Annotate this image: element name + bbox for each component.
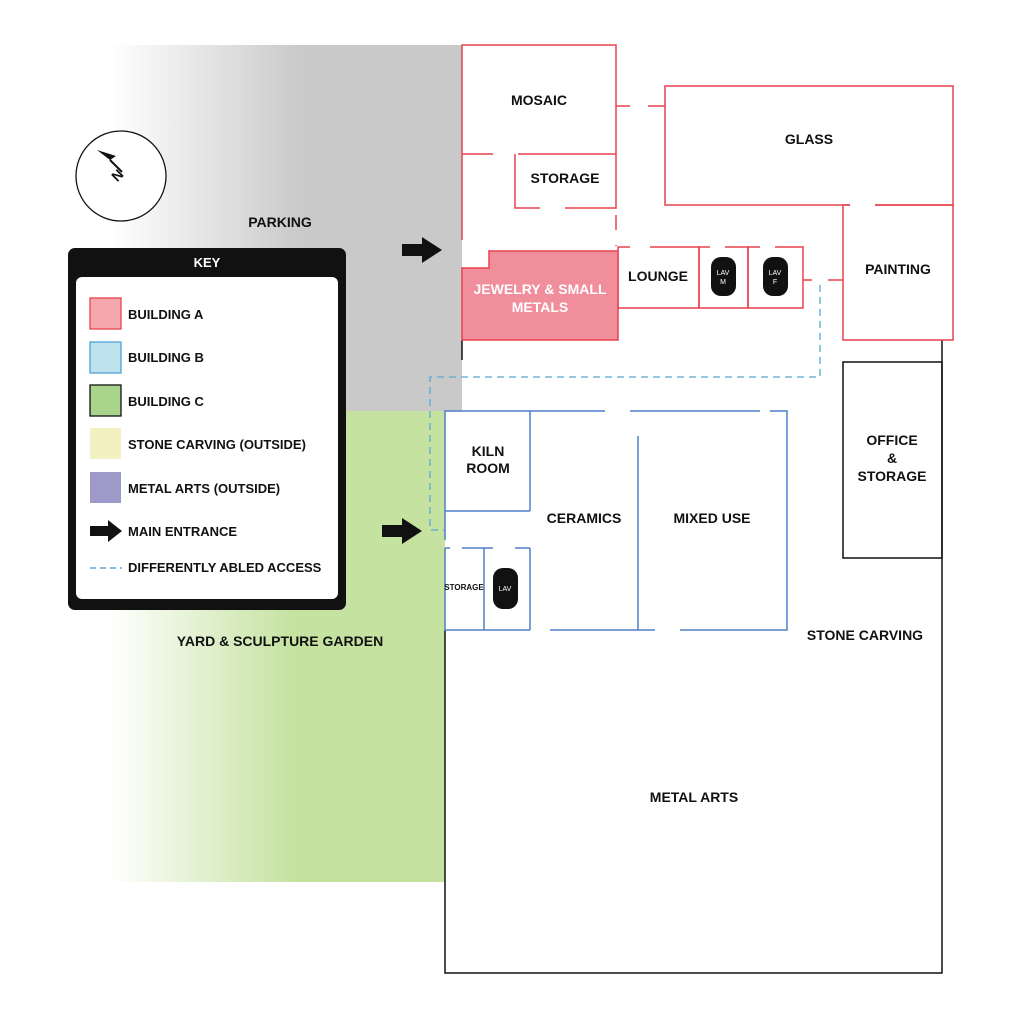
- label-kiln-2: ROOM: [466, 460, 510, 476]
- arrow-right-icon: [90, 520, 122, 542]
- swatch-building-a: [89, 297, 122, 330]
- label-mixed-use: MIXED USE: [673, 510, 750, 526]
- label-lav-m-1: LAV: [717, 270, 730, 277]
- building-b: [444, 409, 788, 632]
- label-office-3: STORAGE: [858, 468, 927, 484]
- room-office-storage: [842, 361, 943, 559]
- label-lav-f-2: F: [773, 279, 777, 286]
- label-glass: GLASS: [785, 131, 833, 147]
- key-item-label: MAIN ENTRANCE: [128, 524, 237, 539]
- compass: N: [75, 130, 167, 222]
- key-item-label: DIFFERENTLY ABLED ACCESS: [128, 560, 322, 575]
- key-item-label: METAL ARTS (OUTSIDE): [128, 481, 280, 496]
- label-lav-b: LAV: [499, 586, 512, 593]
- label-lav-m-2: M: [720, 279, 726, 286]
- key-item-label: BUILDING C: [128, 394, 204, 409]
- lav-f-icon: [763, 257, 788, 296]
- label-lav-f-1: LAV: [769, 270, 782, 277]
- building-a: [461, 44, 954, 341]
- label-jewelry-2: METALS: [512, 299, 569, 315]
- lav-m-icon: [711, 257, 736, 296]
- key-item-label: BUILDING A: [128, 307, 204, 322]
- key-item-label: BUILDING B: [128, 350, 204, 365]
- accessible-route: [429, 285, 821, 531]
- label-storage-a: STORAGE: [531, 170, 600, 186]
- label-lounge: LOUNGE: [628, 268, 688, 284]
- map-key: KEY BUILDING A BUILDING B BUILDING C STO…: [68, 248, 346, 610]
- swatch-metal-arts: [90, 472, 121, 503]
- north-arrow-icon: [97, 150, 116, 160]
- label-metal-arts: METAL ARTS: [650, 789, 738, 805]
- swatch-stone-carving: [90, 428, 121, 459]
- key-title: KEY: [194, 255, 221, 270]
- lav-b-icon: [493, 568, 518, 609]
- label-mosaic: MOSAIC: [511, 92, 567, 108]
- label-ceramics: CERAMICS: [547, 510, 622, 526]
- swatch-building-b: [89, 341, 122, 374]
- swatch-building-c: [89, 384, 122, 417]
- label-yard: YARD & SCULPTURE GARDEN: [177, 633, 383, 649]
- metal-arts-outline: [444, 340, 943, 974]
- label-painting: PAINTING: [865, 261, 931, 277]
- label-jewelry-1: JEWELRY & SMALL: [473, 281, 606, 297]
- room-jewelry-small-metals: [461, 250, 619, 341]
- key-item-label: STONE CARVING (OUTSIDE): [128, 437, 306, 452]
- label-kiln-1: KILN: [472, 443, 505, 459]
- label-office-2: &: [887, 450, 897, 466]
- main-entrance-arrow-icon: [402, 237, 442, 263]
- label-stone-carving: STONE CARVING: [807, 627, 923, 643]
- label-office-1: OFFICE: [866, 432, 917, 448]
- label-storage-b: STORAGE: [444, 583, 484, 592]
- label-parking: PARKING: [248, 214, 312, 230]
- main-entrance-arrow-icon: [382, 518, 422, 544]
- room-lav-f: [747, 246, 804, 309]
